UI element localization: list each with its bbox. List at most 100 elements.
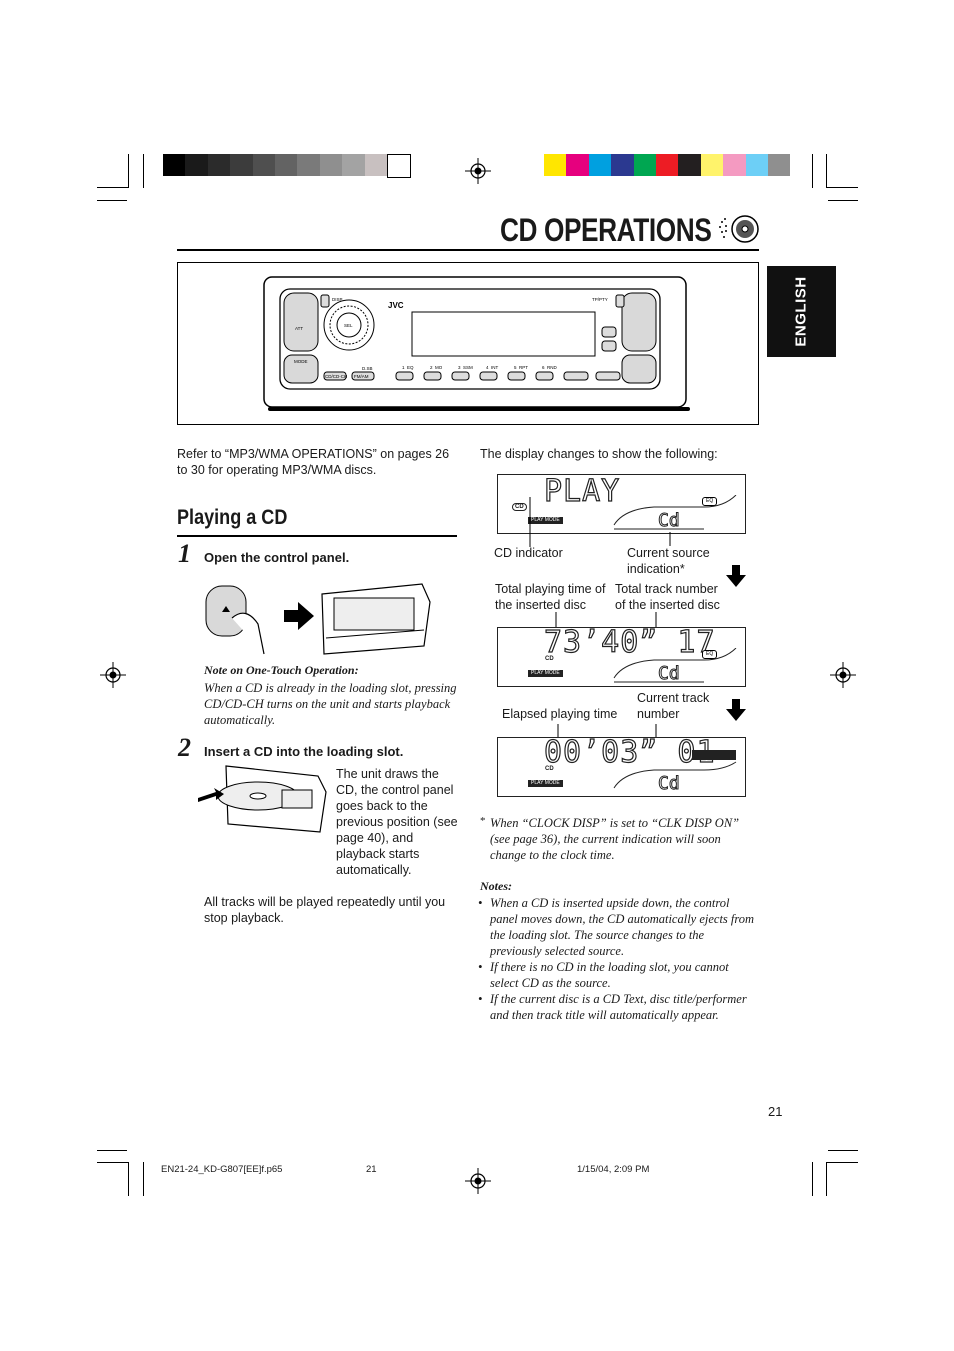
note-item: When a CD is inserted upside down, the c…	[478, 895, 756, 959]
color-swatch	[745, 154, 768, 176]
preset-4-label: 4	[486, 365, 489, 370]
arrow-down-icon	[726, 699, 746, 721]
notes-list: When a CD is inserted upside down, the c…	[478, 895, 756, 1023]
color-swatch	[611, 154, 634, 176]
disp-label: DISP	[332, 297, 343, 302]
note-item: If there is no CD in the loading slot, y…	[478, 959, 756, 991]
fm-am-button-label: FM/AM	[354, 374, 369, 379]
elapsed-time-leader	[557, 724, 559, 738]
one-touch-note-body: When a CD is already in the loading slot…	[204, 681, 457, 727]
language-label: ENGLISH	[793, 276, 810, 347]
color-swatch	[163, 154, 186, 176]
title-rule	[177, 249, 759, 251]
eq-tag: EQ	[702, 497, 718, 506]
car-stereo-front-panel: CD/CD-CH FM/AM D.SB DISP TP/PTY ATT MODE…	[263, 276, 690, 411]
display-intro-text: The display changes to show the followin…	[480, 447, 718, 461]
section-rule	[177, 535, 457, 537]
preset-5-label: 5	[514, 365, 517, 370]
step-2-label: Insert a CD into the loading slot.	[204, 744, 404, 759]
color-swatch	[297, 154, 320, 176]
preset-3-label: 3	[458, 365, 461, 370]
tp-pty-label: TP/PTY	[592, 297, 608, 302]
current-track-leader	[655, 724, 657, 738]
current-source-callout: Current source indication*	[627, 546, 710, 576]
cd-indicator: CD	[545, 766, 554, 772]
preset-1-sub: EQ	[407, 365, 414, 370]
step-1-label: Open the control panel.	[204, 550, 350, 565]
display-main-text: 73’40” 17	[543, 624, 716, 660]
footer-date: 1/15/04, 2:09 PM	[577, 1164, 650, 1175]
display-total-time: 73’40” 17 Cd PLAY MODE CD EQ	[497, 624, 746, 687]
cd-indicator: CD	[545, 656, 554, 662]
unit-illustration-frame: CD/CD-CH FM/AM D.SB DISP TP/PTY ATT MODE…	[177, 262, 759, 425]
preset-6-label: 6	[542, 365, 545, 370]
display-source-text: Cd	[658, 773, 681, 795]
mp3-reference-text: Refer to “MP3/WMA OPERATIONS” on pages 2…	[177, 447, 450, 477]
color-swatch	[386, 154, 412, 178]
mode-label: MODE	[294, 359, 308, 364]
display-main-text: 00’03” 01	[543, 734, 716, 770]
preset-5-sub: RPT	[519, 365, 528, 370]
preset-1-label: 1	[402, 365, 405, 370]
total-time-leader	[555, 612, 557, 628]
color-swatch	[633, 154, 656, 176]
color-swatch	[207, 154, 231, 176]
step-1-number: 1	[178, 539, 191, 568]
color-swatch	[655, 154, 679, 176]
color-swatch	[319, 154, 343, 176]
current-track-callout: Current track number	[637, 691, 710, 721]
registration-mark-icon	[465, 158, 491, 184]
footer-page: 21	[366, 1164, 377, 1175]
step-2-description: The unit draws the CD, the control panel…	[336, 767, 458, 877]
note-item: If the current disc is a CD Text, disc t…	[478, 991, 756, 1023]
preset-4-sub: INT	[491, 365, 499, 370]
language-side-tab: ENGLISH	[767, 266, 836, 357]
color-swatch	[566, 154, 589, 176]
footer-filename: EN21-24_KD-G807[EE]f.p65	[161, 1164, 283, 1175]
footnote-text: When “CLOCK DISP” is set to “CLK DISP ON…	[490, 816, 740, 862]
step-2-number: 2	[178, 733, 191, 762]
preset-2-label: 2	[430, 365, 433, 370]
color-swatch	[723, 154, 746, 176]
level-meter-decoration	[613, 750, 737, 789]
sel-label: SEL	[344, 323, 353, 328]
total-time-callout: Total playing time of the inserted disc	[495, 582, 606, 612]
att-label: ATT	[295, 326, 303, 331]
display-main-text: PLAY	[543, 473, 621, 509]
insert-cd-illustration	[198, 765, 327, 833]
color-swatch	[588, 154, 612, 176]
repeat-playback-text: All tracks will be played repeatedly unt…	[204, 895, 446, 925]
color-swatch	[342, 154, 365, 176]
display-source-text: Cd	[658, 510, 681, 532]
notes-title: Notes:	[480, 879, 512, 893]
eq-tag: EQ	[702, 650, 718, 659]
arrow-down-icon	[726, 565, 746, 587]
cd-indicator-callout: CD indicator	[494, 546, 563, 560]
play-mode-tag: PLAY MODE	[528, 670, 563, 677]
color-swatch	[700, 154, 724, 176]
one-touch-note-title: Note on One-Touch Operation:	[204, 663, 359, 677]
cd-indicator-leader	[529, 497, 531, 547]
play-mode-tag: PLAY MODE	[528, 517, 563, 524]
registration-mark-icon	[465, 1168, 491, 1194]
dab-label: D.SB	[362, 366, 373, 371]
color-swatch	[185, 154, 208, 176]
cd-indicator: CD	[512, 503, 527, 511]
cd-disc-icon	[719, 215, 759, 243]
color-swatch	[230, 154, 253, 176]
display-elapsed-time: 00’03” 01 Cd PLAY MODE CD EQ	[497, 734, 746, 797]
grayscale-color-bar	[163, 154, 412, 178]
play-mode-tag: PLAY MODE	[528, 780, 563, 787]
preset-2-sub: MO	[435, 365, 443, 370]
cd-ch-button-label: CD/CD-CH	[325, 374, 347, 379]
display-arc-decoration	[613, 495, 737, 530]
registration-mark-icon	[830, 662, 856, 688]
total-tracks-leader	[655, 612, 657, 628]
color-swatch	[544, 154, 567, 176]
color-swatch	[274, 154, 298, 176]
color-swatch	[767, 154, 791, 176]
process-color-bar	[544, 154, 791, 176]
color-swatch	[364, 154, 387, 176]
preset-6-sub: RND	[547, 365, 557, 370]
section-heading: Playing a CD	[177, 506, 288, 529]
